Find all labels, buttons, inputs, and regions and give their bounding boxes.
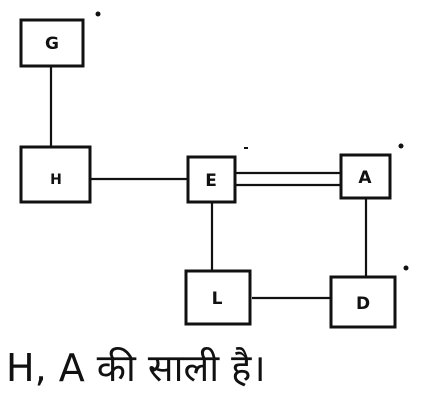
node-h-box: [19, 145, 92, 204]
node-l: L: [184, 269, 252, 326]
node-h: H: [19, 145, 92, 204]
node-e: E: [186, 155, 237, 204]
node-d-label: D: [356, 294, 370, 314]
dot-mark-a: [398, 143, 404, 149]
node-g-box: [19, 18, 85, 68]
dot-mark-e: [244, 147, 248, 149]
dot-mark-d: [403, 265, 409, 271]
node-h-label: H: [50, 172, 62, 188]
node-g-label: G: [45, 34, 59, 54]
node-g: G: [19, 18, 85, 68]
node-a-label: A: [358, 168, 372, 188]
node-d-box: [329, 275, 397, 329]
node-a-box: [339, 153, 392, 200]
node-l-label: L: [212, 289, 223, 309]
node-e-box: [186, 155, 237, 204]
node-e-label: E: [205, 171, 217, 191]
node-d: D: [329, 275, 397, 329]
node-a: A: [339, 153, 392, 200]
node-l-box: [184, 269, 252, 326]
caption-text: H, A की साली है।: [6, 346, 266, 390]
dot-mark-g: [95, 11, 101, 17]
